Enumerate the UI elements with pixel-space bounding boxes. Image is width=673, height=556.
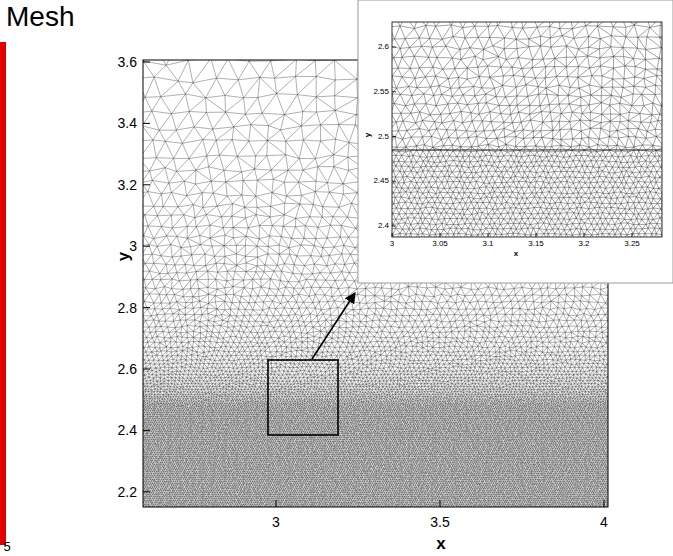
tick-label: 2.6	[118, 362, 137, 376]
mesh-triangles	[392, 22, 662, 237]
tick-mark	[584, 233, 585, 237]
tick-mark	[143, 123, 150, 124]
inset-mesh	[392, 22, 662, 237]
tick-label: 2.2	[118, 485, 137, 499]
inset-tick-label: 3.15	[528, 240, 544, 248]
zoom-box	[268, 360, 338, 435]
figure-title: Mesh	[6, 3, 74, 31]
tick-mark	[143, 369, 150, 370]
tick-mark	[276, 500, 277, 507]
tick-mark	[392, 233, 393, 237]
tick-mark	[488, 233, 489, 237]
tick-mark	[143, 62, 150, 63]
tick-mark	[143, 246, 150, 247]
inset-panel	[358, 0, 673, 283]
inset-tick-label: 2.5	[378, 133, 389, 141]
tick-mark	[440, 500, 441, 507]
inset-tick-label: 2.55	[373, 88, 389, 96]
inset-axis-title: x	[514, 250, 518, 258]
tick-label: 2.4	[118, 423, 137, 437]
inset-tick-label: 3.2	[578, 240, 589, 248]
tick-mark	[440, 233, 441, 237]
tick-mark	[604, 500, 605, 507]
tick-mark	[392, 181, 396, 182]
tick-mark	[143, 184, 150, 185]
zoom-arrow	[312, 293, 355, 359]
inset-frame	[392, 22, 662, 237]
tick-mark	[392, 226, 396, 227]
tick-mark	[392, 91, 396, 92]
inset-tick-label: 3	[390, 240, 394, 248]
tick-mark	[536, 233, 537, 237]
inset-tick-label: 2.6	[378, 43, 389, 51]
inset-tick-label: 3.05	[432, 240, 448, 248]
inset-tick-label: 2.4	[378, 222, 389, 230]
inset-axis-ticks	[392, 47, 632, 237]
tick-mark	[632, 233, 633, 237]
tick-label: 3.4	[118, 116, 137, 130]
inset-tick-label: 3.25	[624, 240, 640, 248]
stray-label: 5	[3, 540, 10, 553]
tick-label: 3	[129, 239, 137, 253]
inset-axis-title: y	[364, 133, 372, 137]
tick-label: 3.2	[118, 178, 137, 192]
neighbor-colorbar-strip	[0, 42, 6, 545]
inset-tick-label: 3.1	[482, 240, 493, 248]
tick-mark	[143, 491, 150, 492]
tick-mark	[392, 47, 396, 48]
tick-label: 2.8	[118, 301, 137, 315]
tick-label: 3.6	[118, 55, 137, 69]
tick-mark	[143, 307, 150, 308]
tick-mark	[143, 430, 150, 431]
refinement-interface	[392, 149, 662, 150]
axis-title: x	[436, 535, 445, 552]
axis-title: y	[116, 251, 133, 260]
tick-label: 4	[600, 515, 608, 529]
tick-label: 3	[272, 515, 280, 529]
tick-label: 3.5	[430, 515, 449, 529]
inset-tick-label: 2.45	[373, 177, 389, 185]
tick-mark	[392, 136, 396, 137]
